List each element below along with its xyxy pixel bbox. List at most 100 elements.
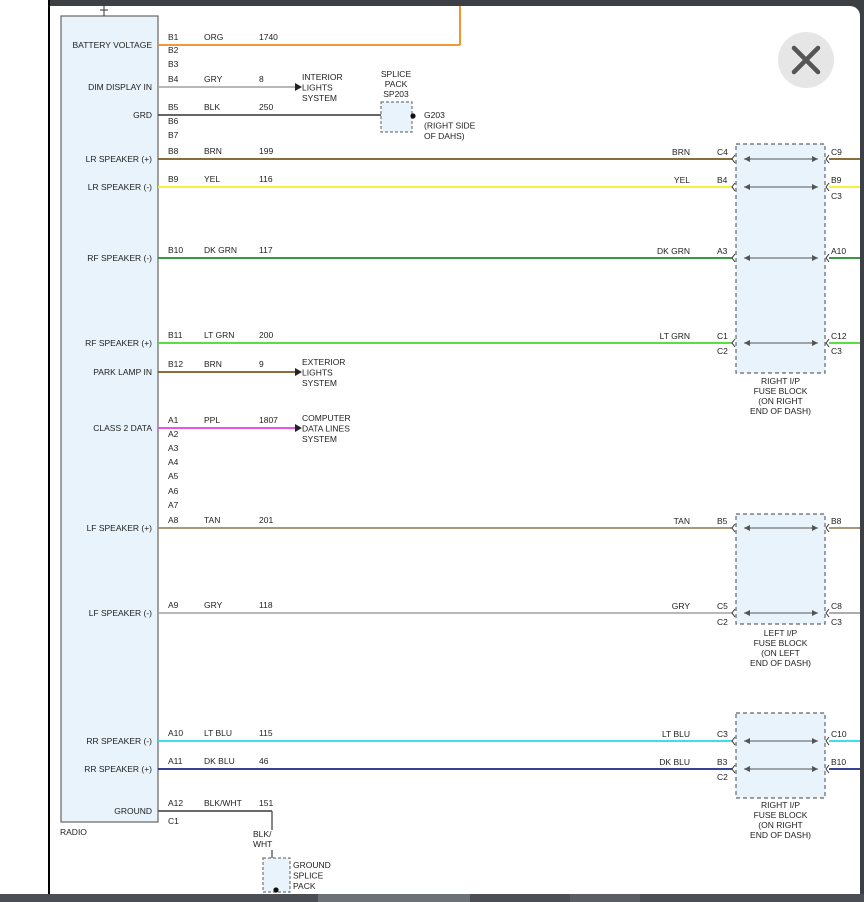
wire-color-label: LT BLU bbox=[204, 728, 232, 738]
fuse-arrow-left bbox=[744, 610, 750, 616]
connector-chevron bbox=[731, 182, 736, 192]
fuse-block bbox=[735, 712, 826, 799]
connector-chevron bbox=[825, 764, 830, 774]
fuse-right-pin: C9 bbox=[831, 147, 842, 157]
pin-label: A6 bbox=[168, 486, 179, 496]
pin-label: B10 bbox=[168, 245, 183, 255]
connector-chevron bbox=[825, 608, 830, 618]
connector-chevron bbox=[825, 523, 830, 533]
signal-name: BATTERY VOLTAGE bbox=[72, 40, 152, 50]
ground-wire-color-label: WHT bbox=[253, 839, 272, 849]
pin-label: A12 bbox=[168, 798, 183, 808]
data-lines-label: DATA LINES bbox=[302, 424, 350, 434]
g203-ground-label: G203 bbox=[424, 110, 445, 120]
pin-label: A2 bbox=[168, 429, 179, 439]
connector-chevron bbox=[825, 736, 830, 746]
circuit-number: 201 bbox=[259, 515, 273, 525]
ground-point bbox=[273, 887, 279, 893]
toolbar-segment[interactable] bbox=[318, 894, 470, 902]
pin-label: A10 bbox=[168, 728, 183, 738]
toolbar-segment[interactable] bbox=[570, 894, 640, 902]
pin-label: B6 bbox=[168, 116, 179, 126]
fuse-left-pin: C3 bbox=[717, 729, 728, 739]
wire-color-label: BRN bbox=[204, 359, 222, 369]
signal-name: LR SPEAKER (-) bbox=[88, 182, 152, 192]
signal-name: RF SPEAKER (+) bbox=[85, 338, 152, 348]
interior-lights-label: INTERIOR bbox=[302, 72, 343, 82]
fuse-arrow-left bbox=[744, 156, 750, 162]
fuse-right-pin: C8 bbox=[831, 601, 842, 611]
bottom-toolbar bbox=[0, 894, 864, 902]
ground-splice-pack bbox=[262, 857, 291, 893]
fuse-arrow-right bbox=[812, 156, 818, 162]
exterior-lights-label: LIGHTS bbox=[302, 368, 333, 378]
pin-label: B4 bbox=[168, 74, 179, 84]
circuit-number: 116 bbox=[259, 174, 273, 184]
signal-name: PARK LAMP IN bbox=[93, 367, 152, 377]
circuit-number: 151 bbox=[259, 798, 273, 808]
signal-name: LF SPEAKER (+) bbox=[87, 523, 153, 533]
fuse-block-label: FUSE BLOCK bbox=[754, 810, 808, 820]
signal-name: GROUND bbox=[114, 806, 152, 816]
connector-chevron bbox=[825, 338, 830, 348]
circuit-number: 1807 bbox=[259, 415, 278, 425]
circuit-number: 115 bbox=[259, 728, 273, 738]
close-button[interactable] bbox=[778, 32, 834, 88]
radio-module-box bbox=[60, 15, 159, 823]
fuse-right-pin: B10 bbox=[831, 757, 846, 767]
pin-label: A1 bbox=[168, 415, 179, 425]
fuse-wire-color-label: DK GRN bbox=[657, 246, 690, 256]
connector-chevron bbox=[731, 154, 736, 164]
ground-splice-pack-label: SPLICE bbox=[293, 871, 324, 881]
pin-label: B11 bbox=[168, 330, 183, 340]
signal-name: RR SPEAKER (-) bbox=[86, 736, 152, 746]
signal-name: GRD bbox=[133, 110, 152, 120]
ground-splice-pack-label: GROUND bbox=[293, 860, 331, 870]
fuse-left-pin: C2 bbox=[717, 617, 728, 627]
pin-label: A3 bbox=[168, 443, 179, 453]
splice-pack-label: SP203 bbox=[383, 89, 409, 99]
fuse-wire-color-label: BRN bbox=[672, 147, 690, 157]
connector-chevron bbox=[731, 608, 736, 618]
signal-name: LF SPEAKER (-) bbox=[89, 608, 152, 618]
interior-lights-label: LIGHTS bbox=[302, 83, 333, 93]
viewer-left-margin bbox=[0, 0, 50, 902]
circuit-number: 200 bbox=[259, 330, 273, 340]
wire-color-label: LT GRN bbox=[204, 330, 234, 340]
fuse-right-pin: A10 bbox=[831, 246, 846, 256]
circuit-number: 199 bbox=[259, 146, 273, 156]
fuse-block-label: RIGHT I/P bbox=[761, 800, 800, 810]
fuse-arrow-left bbox=[744, 766, 750, 772]
fuse-block-label: END OF DASH) bbox=[750, 658, 811, 668]
signal-name: RF SPEAKER (-) bbox=[87, 253, 152, 263]
connector-chevron bbox=[731, 736, 736, 746]
circuit-number: 8 bbox=[259, 74, 264, 84]
fuse-right-pin: C10 bbox=[831, 729, 847, 739]
fuse-left-pin: B3 bbox=[717, 757, 728, 767]
radio-module-label: RADIO bbox=[60, 827, 87, 837]
pin-label: B8 bbox=[168, 146, 179, 156]
wire-color-label: PPL bbox=[204, 415, 220, 425]
wire-color-label: YEL bbox=[204, 174, 220, 184]
wire-color-label: GRY bbox=[204, 600, 223, 610]
fuse-block-label: (ON LEFT bbox=[761, 648, 800, 658]
fuse-block-label: RIGHT I/P bbox=[761, 376, 800, 386]
connector-chevron bbox=[825, 182, 830, 192]
connector-chevron bbox=[731, 523, 736, 533]
circuit-number: 118 bbox=[259, 600, 273, 610]
fuse-arrow-left bbox=[744, 340, 750, 346]
fuse-block-label: FUSE BLOCK bbox=[754, 386, 808, 396]
wire-color-label: GRY bbox=[204, 74, 223, 84]
g203-ground-label: OF DAHS) bbox=[424, 131, 465, 141]
g203-ground-point bbox=[410, 113, 416, 119]
connector-chevron bbox=[731, 253, 736, 263]
pin-label: A9 bbox=[168, 600, 179, 610]
pin-label: B12 bbox=[168, 359, 183, 369]
data-lines-label: COMPUTER bbox=[302, 413, 351, 423]
fuse-right-pin: C3 bbox=[831, 191, 842, 201]
fuse-left-pin: C4 bbox=[717, 147, 728, 157]
wire-arrow bbox=[295, 368, 302, 376]
